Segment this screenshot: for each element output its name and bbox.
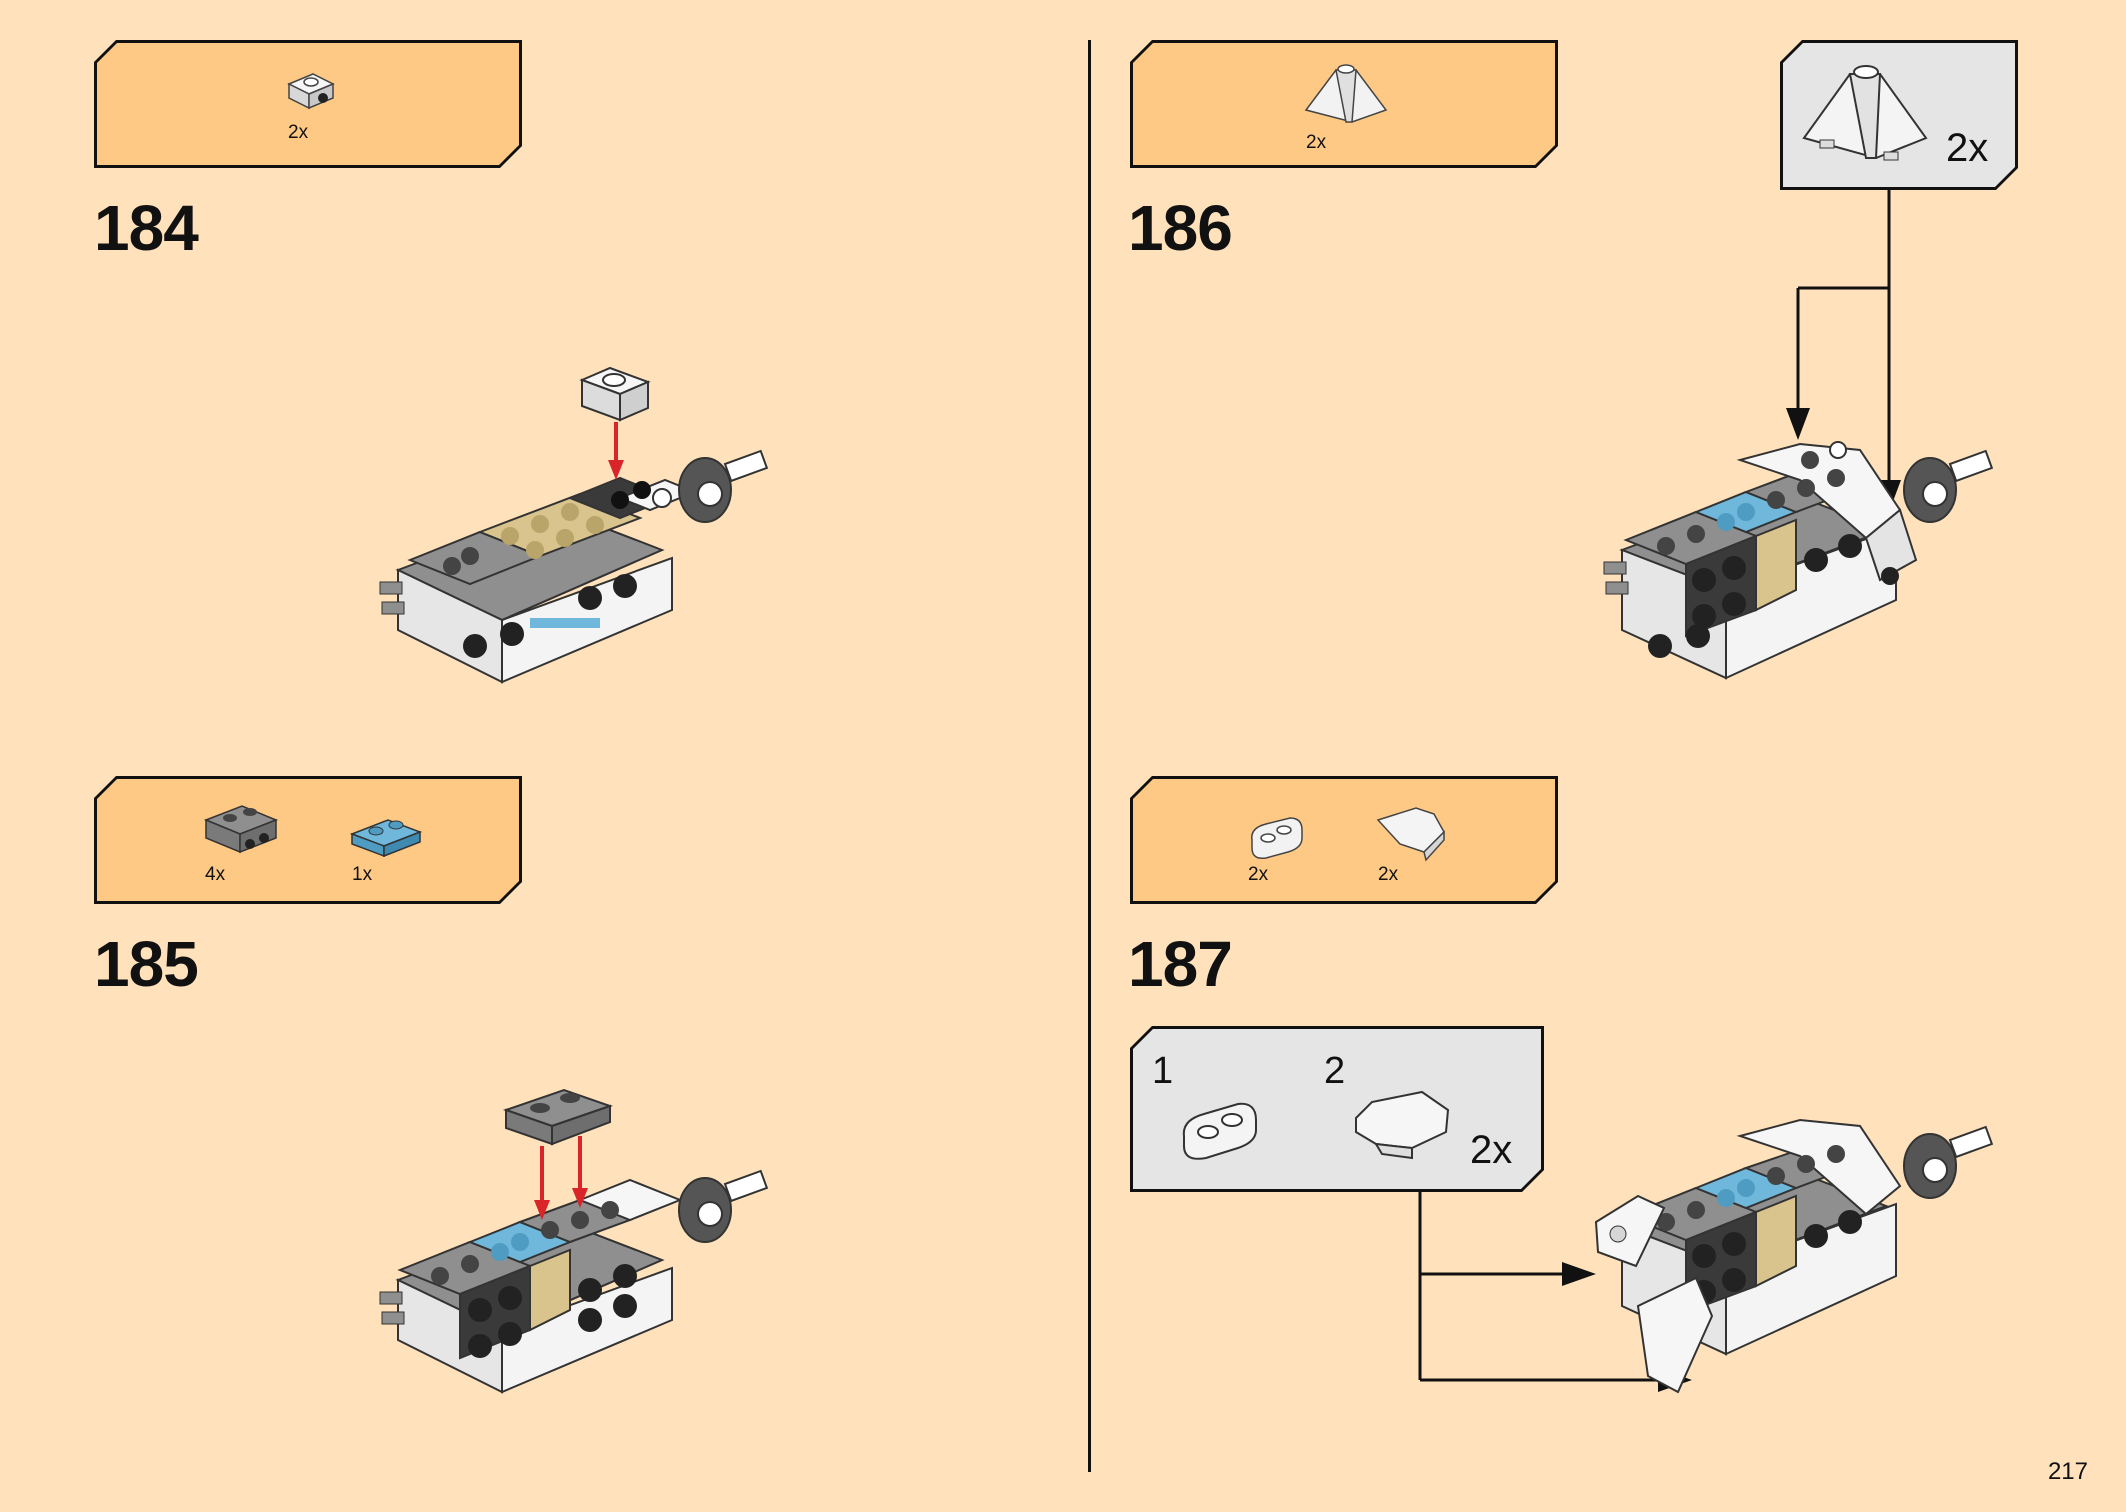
blue-plate-1x2-icon bbox=[349, 819, 423, 858]
parts-list-187 bbox=[1130, 776, 1558, 904]
install-arrow-184 bbox=[579, 366, 651, 480]
white-wedge-slope-icon bbox=[1304, 64, 1388, 123]
part-qty: 2x bbox=[1248, 864, 1269, 885]
callout-qty: 2x bbox=[1946, 126, 1989, 170]
page-number: 217 bbox=[2047, 1458, 2088, 1485]
sub-step-2: 2 bbox=[1324, 1050, 1346, 1092]
sub-step-1: 1 bbox=[1152, 1050, 1174, 1092]
part-qty: 1x bbox=[352, 864, 373, 885]
step-number-185: 185 bbox=[94, 928, 199, 1000]
model-assembly-184 bbox=[379, 449, 769, 684]
callout-qty: 2x bbox=[1470, 1128, 1513, 1172]
callout-187 bbox=[1130, 1026, 1544, 1192]
parts-list-185 bbox=[94, 776, 522, 904]
white-wedge-plate-large-icon bbox=[1355, 1090, 1450, 1160]
part-qty: 4x bbox=[205, 864, 226, 885]
page-divider bbox=[1088, 40, 1091, 1472]
white-wedge-slope-large-icon bbox=[1802, 65, 1928, 161]
step-number-187: 187 bbox=[1128, 928, 1233, 1000]
white-wedge-plate-icon bbox=[1376, 807, 1445, 862]
white-plate-rounded-large-icon bbox=[1182, 1102, 1257, 1160]
model-assembly-187 bbox=[1594, 1118, 1994, 1394]
step-number-186: 186 bbox=[1128, 192, 1233, 264]
model-assembly-185 bbox=[379, 1169, 769, 1394]
white-bracket-1x1-icon bbox=[287, 73, 335, 110]
model-assembly-186 bbox=[1603, 441, 1994, 680]
part-qty: 2x bbox=[288, 122, 309, 143]
part-qty: 2x bbox=[1378, 864, 1399, 885]
part-qty: 2x bbox=[1306, 132, 1327, 153]
white-plate-rounded-icon bbox=[1251, 817, 1303, 860]
step-number-184: 184 bbox=[94, 192, 199, 264]
gray-bracket-1x2-icon bbox=[203, 805, 279, 854]
install-arrow-185 bbox=[502, 1088, 614, 1220]
